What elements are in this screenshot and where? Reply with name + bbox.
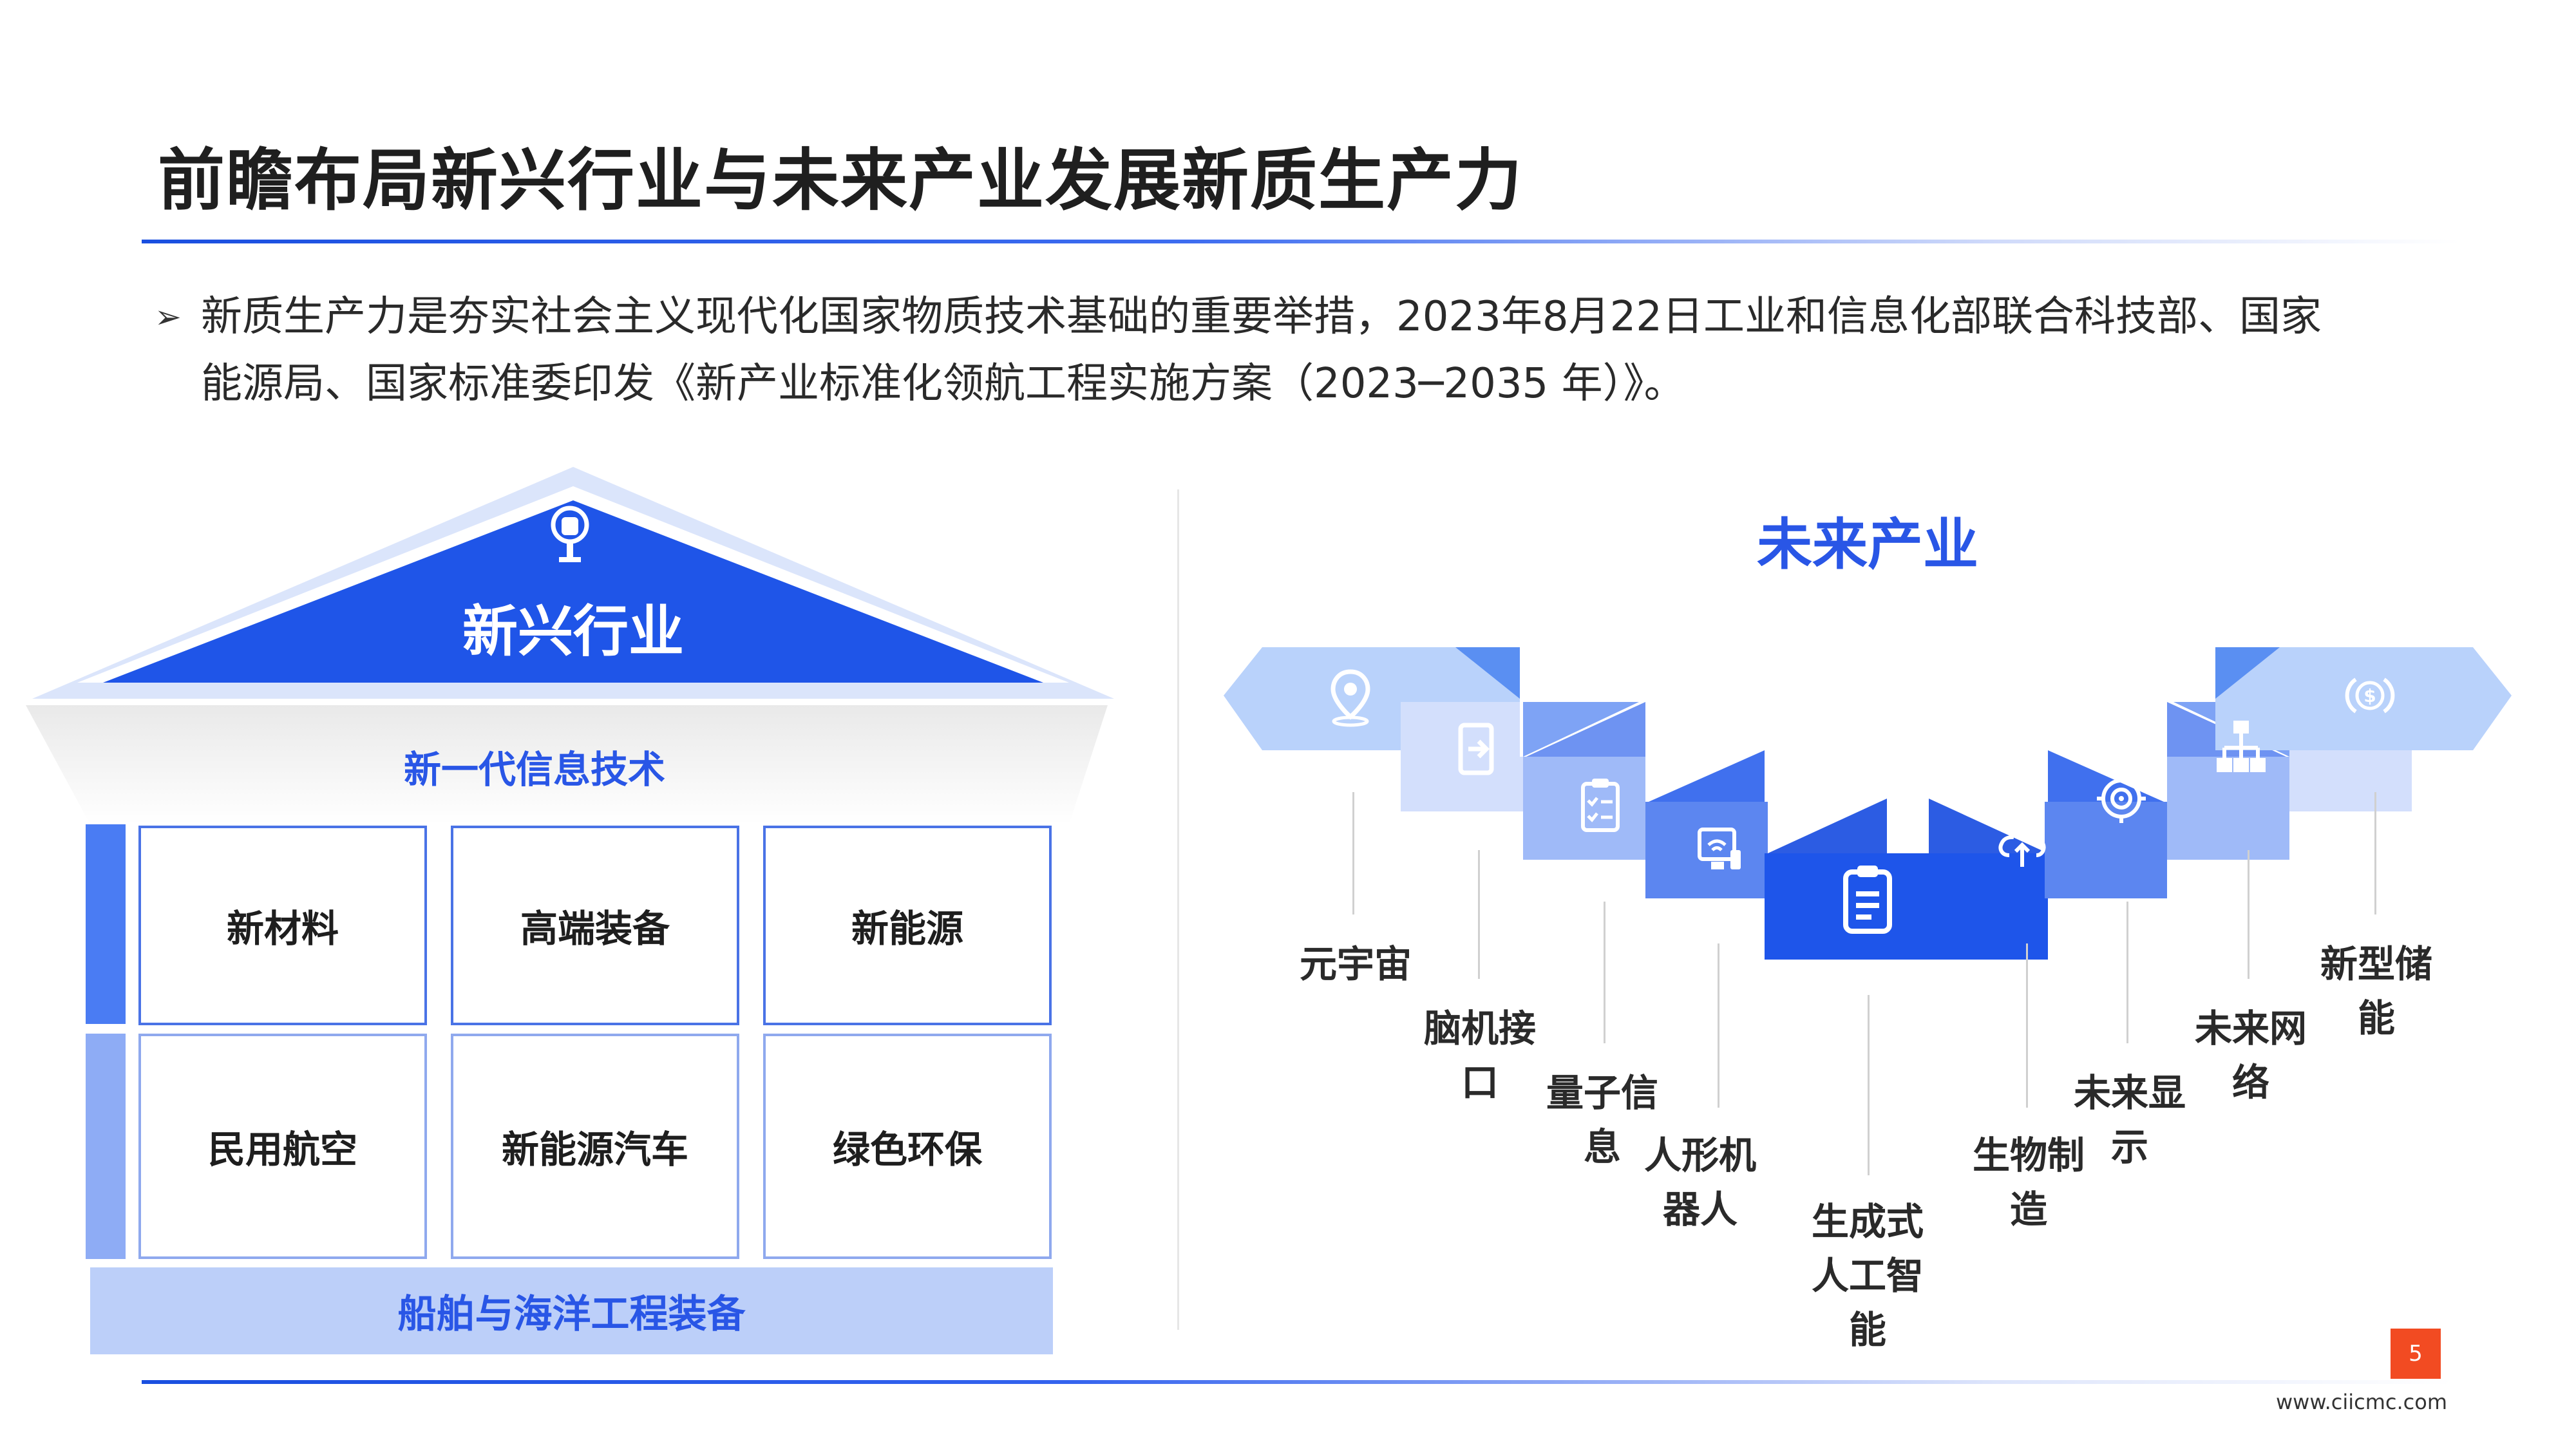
leader-line [1352,792,1354,914]
industry-cell: 高端装备 [451,826,739,1025]
future-label-biomanufacturing: 生物制 造 [1972,1133,2085,1231]
section-divider [1177,489,1179,1330]
target-icon [2097,774,2146,823]
leader-line [1718,943,1719,1108]
dollar-cycle-icon: $ [2345,677,2395,714]
future-label-quantum: 量子信 息 [1546,1071,1658,1169]
future-label-display: 未来显 示 [2073,1071,2186,1169]
house-roof [32,467,1114,699]
house-base: 船舶与海洋工程装备 [90,1267,1053,1354]
page-number-badge: 5 [2391,1329,2441,1379]
arrow-bullet-icon: ➢ [155,298,182,336]
industry-cell: 新能源汽车 [451,1034,739,1259]
house-beam [26,705,1108,824]
pillar-accent-top [86,824,126,1024]
hierarchy-icon [2217,721,2266,772]
page-title: 前瞻布局新兴行业与未来产业发展新质生产力 [158,141,1524,220]
cloud-upload-icon [1998,824,2046,867]
leader-line [1868,995,1870,1175]
trophy-icon [551,506,589,562]
future-label-metaverse: 元宇宙 [1299,942,1412,986]
footer-url: www.ciicmc.com [2276,1390,2447,1414]
monitor-wifi-icon [1698,828,1741,869]
future-industry-title: 未来产业 [1757,513,1978,577]
leader-line [2026,943,2028,1108]
leader-line [2126,902,2128,1043]
future-label-storage: 新型储 能 [2320,942,2432,1040]
future-label-bci: 脑机接 口 [1423,1007,1536,1104]
footer-line [142,1380,2454,1384]
pillar-accent-bottom [86,1034,126,1259]
svg-text:$: $ [2363,685,2376,706]
emerging-industry-label: 新兴行业 [462,600,684,664]
leader-line [2374,792,2376,914]
industry-cell: 绿色环保 [763,1034,1052,1259]
clipboard-check-icon [1581,779,1620,832]
location-pin-icon [1331,669,1370,727]
title-underline [142,240,2460,243]
future-label-humanoid: 人形机 器人 [1643,1133,1756,1231]
future-label-genai: 生成式 人工智 能 [1811,1200,1924,1352]
leader-line [1604,902,1605,1043]
leader-line [1478,850,1480,979]
future-label-network: 未来网 络 [2194,1007,2307,1104]
industry-cell: 民用航空 [138,1034,427,1259]
beam-label: 新一代信息技术 [403,748,665,791]
login-door-icon [1458,723,1494,775]
industry-cell: 新材料 [138,826,427,1025]
document-badge-icon [1843,866,1892,934]
leader-line [2248,850,2249,979]
industry-cell: 新能源 [763,826,1052,1025]
intro-text: 新质生产力是夯实社会主义现代化国家物质技术基础的重要举措，2023年8月22日工… [201,293,2322,408]
